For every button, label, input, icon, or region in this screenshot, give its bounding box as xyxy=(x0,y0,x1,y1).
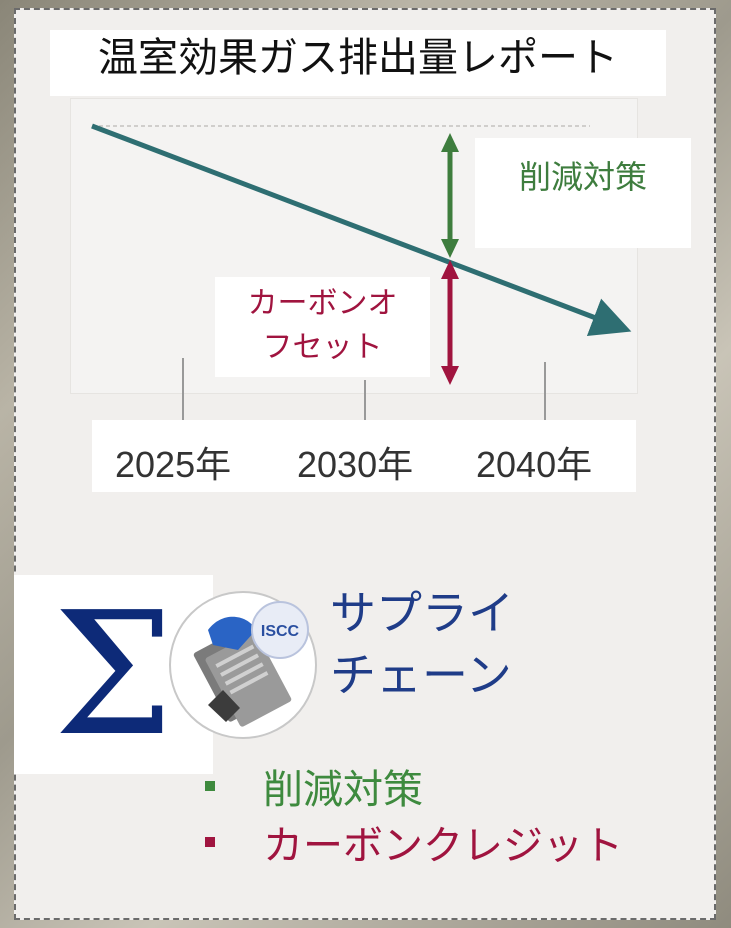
report-title: 温室効果ガス排出量レポート xyxy=(98,35,618,81)
bullet-carbon-credit: カーボンクレジット xyxy=(205,814,623,870)
reduction-label-box xyxy=(475,138,691,248)
iscc-logo: ISCC xyxy=(169,591,317,739)
supply-chain-title: サプライ チェーン xyxy=(330,582,514,706)
bullet-reduction-text: 削減対策 xyxy=(263,767,423,813)
emission-trend-line xyxy=(91,123,632,337)
offset-arrow xyxy=(441,260,459,385)
bullet-marker xyxy=(205,837,215,847)
offset-label-line2: フセット xyxy=(262,330,383,365)
offset-label: カーボンオ フセット xyxy=(215,282,430,370)
iscc-logo-text: ISCC xyxy=(261,623,300,640)
bullet-marker xyxy=(205,781,215,791)
offset-label-line1: カーボンオ xyxy=(247,286,398,321)
sigma-logo: Σ xyxy=(53,575,174,774)
year-axis-box xyxy=(92,420,636,492)
supply-chain-bullets: 削減対策 カーボンクレジット xyxy=(205,758,623,870)
year-label-2025: 2025年 xyxy=(115,444,232,485)
supply-chain-title-line2: チェーン xyxy=(330,648,512,702)
offset-label-box xyxy=(215,277,430,377)
reduction-arrow xyxy=(441,133,459,258)
bullet-carbon-credit-text: カーボンクレジット xyxy=(263,823,623,869)
year-label-2030: 2030年 xyxy=(297,444,414,485)
bullet-reduction: 削減対策 xyxy=(205,758,623,814)
supply-chain-title-line1: サプライ xyxy=(330,586,514,640)
title-background xyxy=(50,30,666,96)
year-label-2040: 2040年 xyxy=(476,444,593,485)
reduction-label: 削減対策 xyxy=(518,158,647,196)
